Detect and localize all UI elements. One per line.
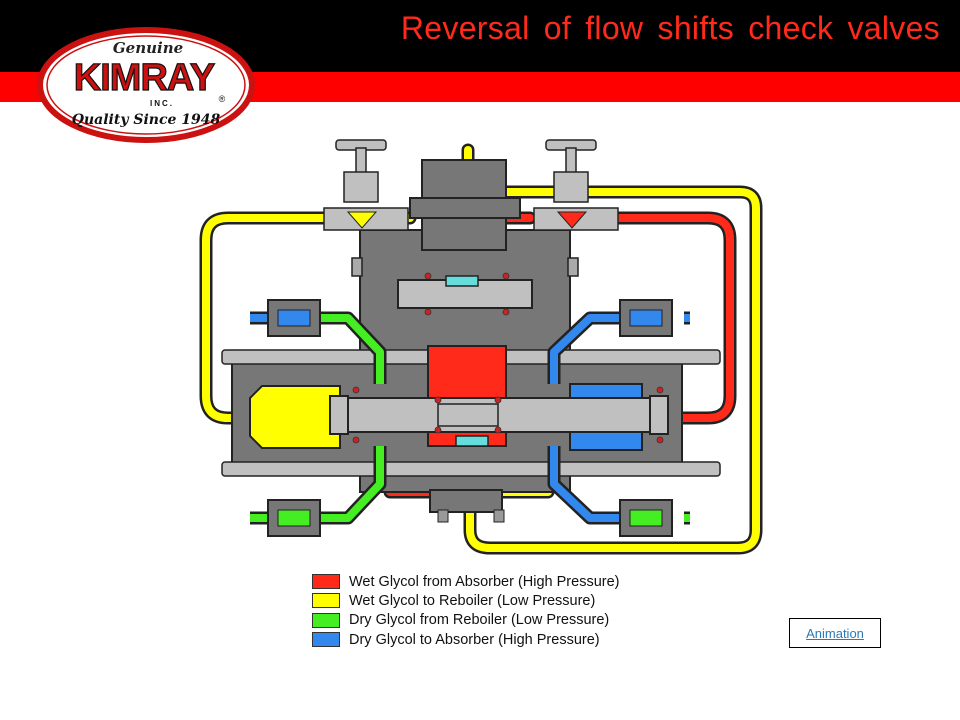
legend-item-wet-from-absorber: Wet Glycol from Absorber (High Pressure)	[312, 572, 672, 591]
logo-registered: ®	[219, 94, 226, 104]
legend-swatch-green	[312, 612, 340, 628]
logo-brand: KIMRAY	[74, 57, 215, 99]
legend-label: Dry Glycol from Reboiler (Low Pressure)	[349, 612, 610, 629]
animation-link-button[interactable]: Animation	[789, 618, 881, 648]
legend-swatch-red	[312, 574, 340, 590]
legend-swatch-blue	[312, 632, 340, 648]
legend-item-dry-from-reboiler: Dry Glycol from Reboiler (Low Pressure)	[312, 611, 672, 630]
pump-body	[221, 159, 721, 523]
legend-item-dry-to-absorber: Dry Glycol to Absorber (High Pressure)	[312, 630, 672, 649]
right-needle-valve	[533, 139, 619, 231]
kimray-logo: Genuine KIMRAY ® INC. Quality Since 1948	[37, 27, 255, 143]
logo-inc: INC.	[150, 99, 174, 108]
legend-label: Wet Glycol to Reboiler (Low Pressure)	[349, 592, 596, 609]
slide-title: Reversal of flow shifts check valves	[400, 10, 940, 46]
legend-label: Dry Glycol to Absorber (High Pressure)	[349, 631, 600, 648]
legend-swatch-yellow	[312, 593, 340, 609]
left-needle-valve	[323, 139, 409, 231]
legend-label: Wet Glycol from Absorber (High Pressure)	[349, 573, 620, 590]
legend: Wet Glycol from Absorber (High Pressure)…	[312, 572, 672, 649]
glycol-pump-diagram	[199, 139, 763, 555]
check-valve-bodies	[267, 299, 673, 537]
legend-item-wet-to-reboiler: Wet Glycol to Reboiler (Low Pressure)	[312, 591, 672, 610]
animation-link[interactable]: Animation	[806, 625, 864, 641]
logo-tagline: Quality Since 1948	[72, 112, 221, 128]
check-valves	[250, 311, 690, 525]
logo-genuine: Genuine	[113, 39, 183, 57]
